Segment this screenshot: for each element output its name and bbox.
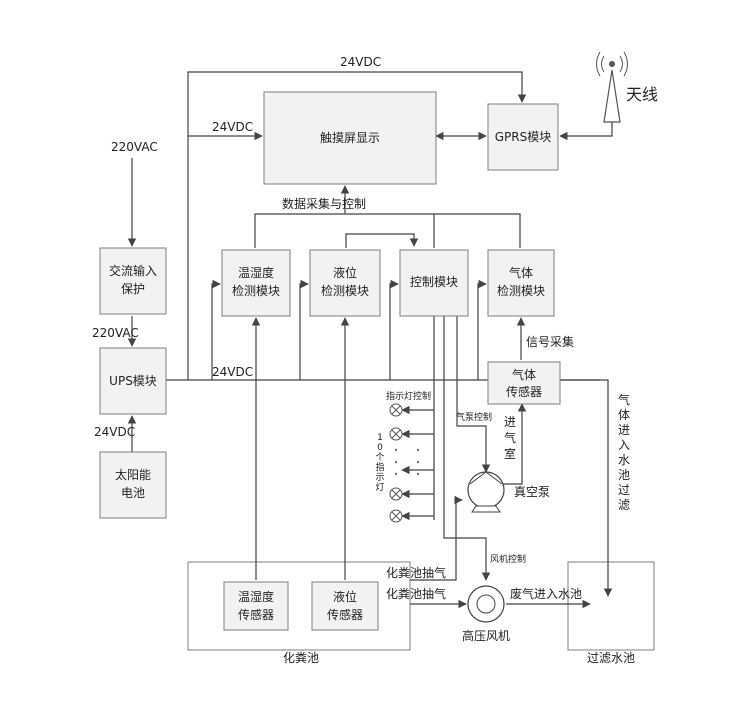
voltage-label-24vdc-solar: 24VDC bbox=[94, 425, 135, 439]
lamp-icon bbox=[389, 509, 403, 523]
touch-display-label: 触摸屏显示 bbox=[320, 131, 380, 145]
level-sensor-label-1: 液位 bbox=[333, 589, 357, 604]
ellipsis-dots bbox=[395, 449, 419, 475]
ac-protect-label-1: 交流输入 bbox=[109, 263, 157, 278]
antenna-label: 天线 bbox=[626, 85, 658, 104]
gas-sensor-label-1: 气体 bbox=[512, 367, 536, 382]
voltage-label-220vac-in: 220VAC bbox=[111, 140, 158, 154]
control-module-label: 控制模块 bbox=[410, 275, 458, 289]
vacuum-pump-icon bbox=[467, 471, 505, 513]
voltage-label-24vdc-top: 24VDC bbox=[340, 55, 381, 69]
septic-tank-label: 化粪池 bbox=[283, 651, 319, 665]
temp-hum-module-box: 温湿度 检测模块 bbox=[221, 249, 291, 317]
ac-protect-label-2: 保护 bbox=[121, 282, 145, 296]
temp-hum-sensor-box: 温湿度 传感器 bbox=[223, 581, 289, 631]
gas-to-filter-label: 气体进入水池过滤 bbox=[618, 392, 630, 512]
ups-label: UPS模块 bbox=[109, 374, 157, 388]
gas-module-label-1: 气体 bbox=[509, 265, 533, 280]
exhaust-to-pool-label: 废气进入水池 bbox=[510, 586, 582, 601]
level-sensor-label-2: 传感器 bbox=[327, 607, 363, 622]
septic-suction-label-1: 化粪池抽气 bbox=[386, 565, 446, 580]
voltage-label-220vac-ups: 220VAC bbox=[92, 326, 139, 340]
temp-hum-sensor-label-2: 传感器 bbox=[238, 607, 274, 622]
fan-ctrl-label: 风机控制 bbox=[490, 553, 526, 565]
data-acq-label: 数据采集与控制 bbox=[282, 196, 366, 211]
lamp-icon bbox=[389, 403, 403, 417]
blower-label: 高压风机 bbox=[462, 628, 510, 643]
touch-display-box: 触摸屏显示 bbox=[263, 91, 437, 185]
solar-label-1: 太阳能 bbox=[115, 467, 151, 482]
temp-hum-module-label-1: 温湿度 bbox=[238, 265, 274, 280]
temp-hum-module-label-2: 检测模块 bbox=[232, 283, 280, 298]
ac-protect-box: 交流输入 保护 bbox=[99, 247, 167, 315]
gprs-label: GPRS模块 bbox=[495, 130, 552, 144]
septic-suction-label-2: 化粪池抽气 bbox=[386, 586, 446, 601]
pump-ctrl-label: 气泵控制 bbox=[456, 411, 492, 423]
level-sensor-box: 液位 传感器 bbox=[311, 581, 379, 631]
indicator-lamps bbox=[389, 403, 419, 523]
control-module-box: 控制模块 bbox=[399, 249, 469, 317]
blower-icon bbox=[467, 585, 505, 623]
voltage-label-24vdc-touch: 24VDC bbox=[212, 120, 253, 134]
gas-sensor-label-2: 传感器 bbox=[506, 384, 542, 399]
gprs-box: GPRS模块 bbox=[487, 103, 559, 171]
temp-hum-sensor-label-1: 温湿度 bbox=[238, 589, 274, 604]
lamp-icon bbox=[389, 427, 403, 441]
voltage-label-24vdc-ups: 24VDC bbox=[212, 365, 253, 379]
level-module-label-2: 检测模块 bbox=[321, 283, 369, 298]
filter-pool-label: 过滤水池 bbox=[587, 651, 635, 665]
signal-acq-label: 信号采集 bbox=[526, 334, 574, 349]
lamp-ctrl-label: 指示灯控制 bbox=[386, 390, 431, 402]
antenna-icon bbox=[596, 51, 628, 123]
inlet-chamber-label: 进气室 bbox=[504, 415, 516, 461]
gas-sensor-box: 气体 传感器 bbox=[487, 361, 561, 405]
lamp-icon bbox=[389, 487, 403, 501]
level-module-label-1: 液位 bbox=[333, 265, 357, 280]
ups-box: UPS模块 bbox=[99, 347, 167, 415]
solar-label-2: 电池 bbox=[121, 486, 145, 500]
wiring bbox=[127, 71, 613, 609]
filter-pool-area bbox=[567, 561, 655, 651]
vacuum-pump-label: 真空泵 bbox=[514, 485, 550, 499]
solar-box: 太阳能 电池 bbox=[99, 451, 167, 519]
level-module-box: 液位 检测模块 bbox=[309, 249, 381, 317]
gas-module-box: 气体 检测模块 bbox=[487, 249, 555, 317]
gas-module-label-2: 检测模块 bbox=[497, 283, 545, 298]
